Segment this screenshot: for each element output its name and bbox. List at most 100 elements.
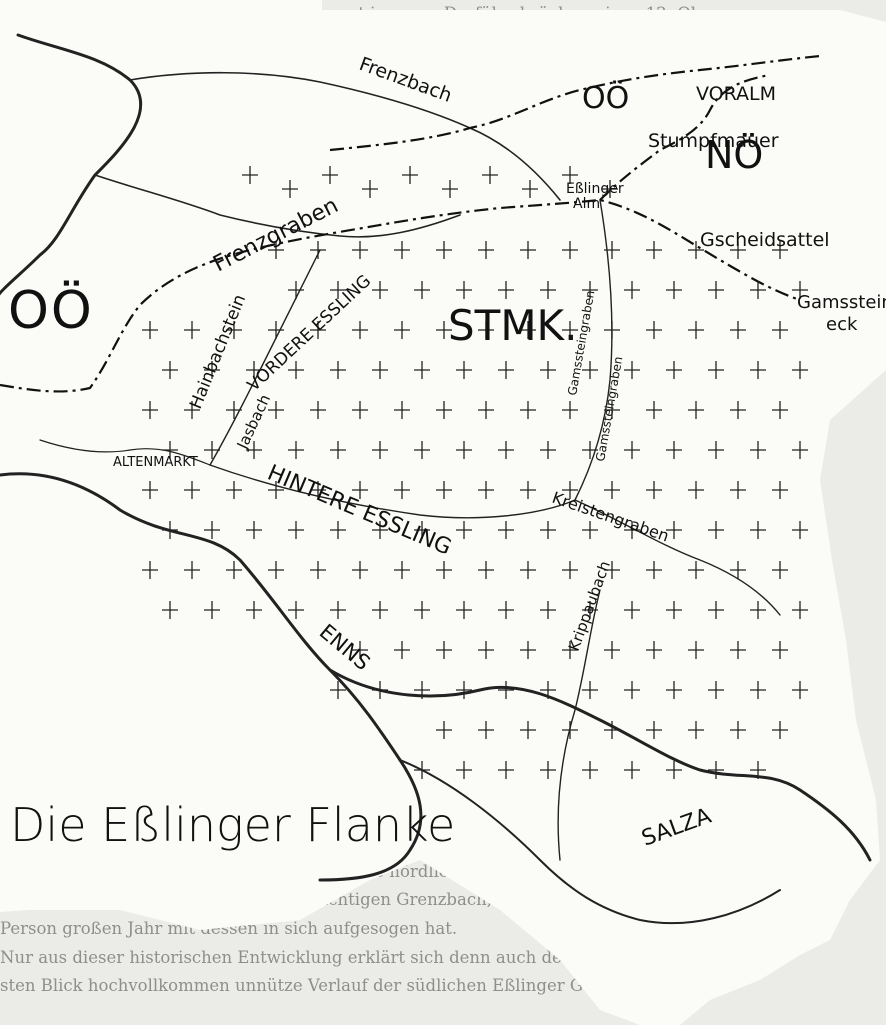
territory-cross: [352, 401, 368, 419]
territory-cross: [772, 481, 788, 499]
territory-cross: [184, 401, 200, 419]
territory-cross: [310, 321, 326, 339]
territory-cross: [246, 521, 262, 539]
territory-cross: [604, 721, 620, 739]
label-gamssteineck-1: Gamsstein-: [797, 292, 886, 313]
territory-cross: [562, 166, 578, 184]
territory-cross: [520, 481, 536, 499]
territory-cross: [646, 641, 662, 659]
territory-cross: [624, 681, 640, 699]
territory-cross: [750, 761, 766, 779]
territory-cross: [646, 481, 662, 499]
hintere-essling-stream: [209, 464, 576, 519]
territory-cross: [730, 241, 746, 259]
territory-cross: [372, 441, 388, 459]
territory-cross: [288, 601, 304, 619]
territory-cross: [792, 601, 808, 619]
frenzbach-stream: [129, 71, 561, 201]
territory-cross: [330, 681, 346, 699]
territory-cross: [772, 321, 788, 339]
kreistengraben-stream: [574, 499, 781, 616]
territory-cross: [414, 681, 430, 699]
territory-cross: [310, 561, 326, 579]
territory-cross: [730, 721, 746, 739]
label-esslinger-alm-2: Alm: [573, 196, 600, 212]
territory-cross: [498, 761, 514, 779]
territory-cross: [268, 241, 284, 259]
territory-cross: [562, 641, 578, 659]
territory-cross: [792, 681, 808, 699]
territory-cross: [624, 441, 640, 459]
territory-cross: [288, 521, 304, 539]
state-boundary-no: [599, 73, 771, 201]
territory-cross: [666, 441, 682, 459]
territory-cross: [478, 641, 494, 659]
territory-cross: [184, 481, 200, 499]
territory-cross: [604, 641, 620, 659]
territory-cross: [482, 166, 498, 184]
territory-cross: [602, 180, 618, 198]
territory-cross: [330, 521, 346, 539]
territory-cross: [246, 361, 262, 379]
territory-cross: [708, 281, 724, 299]
label-oo-north: OÖ: [582, 80, 629, 116]
territory-cross: [330, 601, 346, 619]
territory-cross: [708, 601, 724, 619]
territory-cross: [688, 721, 704, 739]
territory-cross: [142, 561, 158, 579]
territory-cross: [750, 441, 766, 459]
enns-river-lower: [0, 472, 423, 882]
territory-cross: [226, 561, 242, 579]
territory-cross: [268, 481, 284, 499]
territory-cross: [394, 481, 410, 499]
territory-cross: [582, 441, 598, 459]
territory-cross: [688, 241, 704, 259]
territory-cross: [582, 681, 598, 699]
territory-cross: [730, 321, 746, 339]
territory-cross: [772, 241, 788, 259]
territory-cross: [730, 401, 746, 419]
label-no: NÖ: [705, 133, 763, 177]
territory-cross: [540, 361, 556, 379]
territory-cross: [394, 321, 410, 339]
territory-cross: [352, 241, 368, 259]
territory-cross: [246, 441, 262, 459]
territory-cross: [184, 561, 200, 579]
territory-cross: [792, 281, 808, 299]
territory-cross: [372, 521, 388, 539]
territory-cross: [540, 521, 556, 539]
territory-cross: [540, 681, 556, 699]
territory-cross: [520, 721, 536, 739]
territory-cross: [394, 241, 410, 259]
label-stmk: STMK.: [448, 301, 577, 350]
territory-cross: [708, 361, 724, 379]
territory-cross: [520, 561, 536, 579]
state-boundary-north: [329, 54, 821, 152]
territory-cross: [624, 281, 640, 299]
territory-cross: [162, 361, 178, 379]
territory-cross: [226, 321, 242, 339]
territory-cross: [456, 681, 472, 699]
territory-cross: [540, 281, 556, 299]
territory-cross: [708, 761, 724, 779]
territory-cross: [414, 441, 430, 459]
territory-cross: [498, 681, 514, 699]
territory-cross: [792, 441, 808, 459]
territory-cross: [310, 241, 326, 259]
salza-river-2: [399, 759, 781, 925]
territory-cross: [478, 321, 494, 339]
territory-cross: [750, 361, 766, 379]
territory-cross: [604, 481, 620, 499]
territory-cross: [394, 561, 410, 579]
territory-cross: [288, 361, 304, 379]
label-altenmarkt: ALTENMARKT: [113, 455, 198, 470]
territory-cross: [688, 481, 704, 499]
territory-cross: [226, 481, 242, 499]
territory-cross: [540, 761, 556, 779]
salza-river: [328, 668, 872, 862]
territory-cross: [688, 561, 704, 579]
territory-cross: [322, 166, 338, 184]
territory-cross: [562, 481, 578, 499]
territory-cross: [688, 321, 704, 339]
territory-cross: [394, 641, 410, 659]
